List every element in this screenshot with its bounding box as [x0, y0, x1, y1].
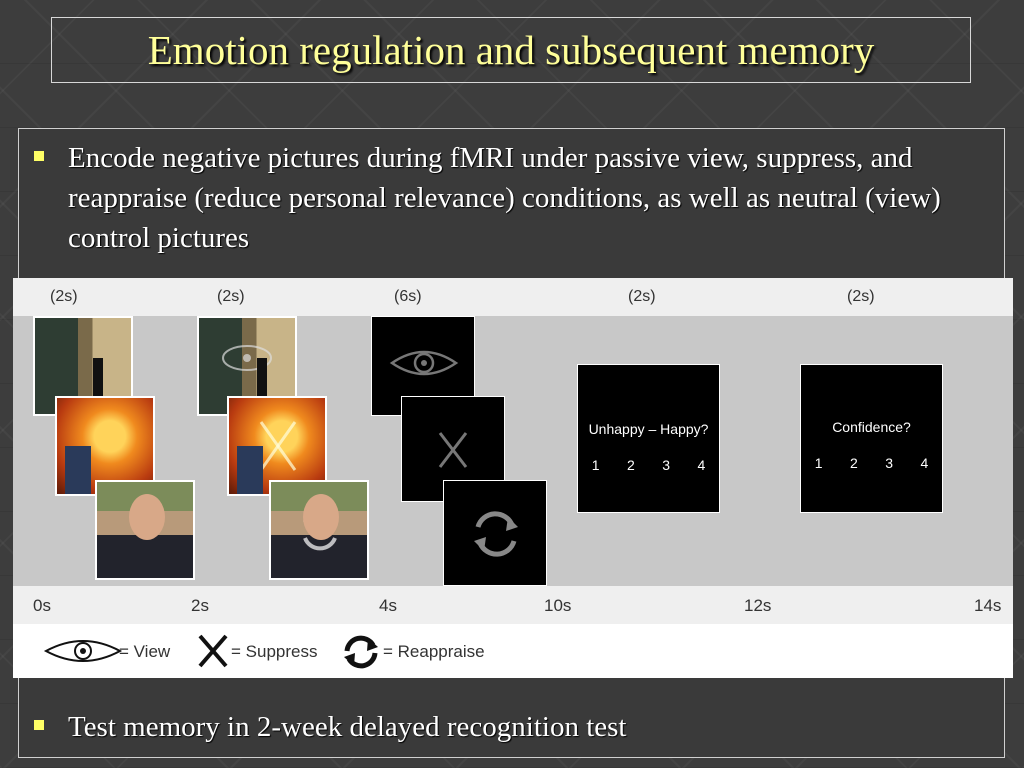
eye-icon — [43, 640, 123, 662]
duration-label: (2s) — [847, 288, 875, 305]
reappraise-cycle-icon — [303, 509, 337, 551]
reappraise-cycle-icon — [474, 511, 518, 557]
negative-fire-photo-with-x — [227, 396, 327, 496]
scale-option: 1 — [591, 457, 600, 473]
rating-scale: 1 2 3 4 — [578, 457, 719, 473]
timeline-tick: 14s — [974, 596, 1002, 615]
reappraise-instruction-panel — [443, 480, 547, 586]
timeline-tick: 10s — [544, 596, 572, 615]
negative-crying-woman-photo-with-cycle — [269, 480, 369, 580]
scale-option: 4 — [697, 457, 706, 473]
x-icon — [438, 432, 468, 468]
bullet-marker — [34, 720, 44, 730]
bullet-text: Encode negative pictures during fMRI und… — [68, 142, 941, 254]
confidence-rating-panel: Confidence? 1 2 3 4 — [800, 364, 943, 513]
timeline-tick: 2s — [191, 596, 209, 615]
duration-strip — [13, 278, 1013, 316]
scale-option: 2 — [849, 455, 858, 471]
negative-crying-woman-photo — [95, 480, 195, 580]
x-icon — [259, 421, 297, 471]
legend-suppress-label: = Suppress — [231, 642, 318, 661]
legend: = View = Suppress = Reappraise — [13, 624, 1013, 678]
eye-icon — [389, 350, 459, 376]
duration-label: (2s) — [628, 288, 656, 305]
title-box: Emotion regulation and subsequent memory — [51, 17, 971, 83]
legend-view-label: = View — [119, 642, 171, 661]
bullet-encode: Encode negative pictures during fMRI und… — [34, 138, 968, 258]
x-icon — [198, 634, 228, 668]
scale-option: 1 — [814, 455, 823, 471]
scale-option: 3 — [662, 457, 671, 473]
negative-fire-photo — [55, 396, 155, 496]
affect-rating-panel: Unhappy – Happy? 1 2 3 4 — [577, 364, 720, 513]
duration-label: (2s) — [50, 288, 78, 305]
duration-label: (6s) — [394, 288, 422, 305]
task-figure: (2s) (2s) (6s) (2s) (2s) — [13, 278, 1013, 678]
bullet-test: Test memory in 2-week delayed recognitio… — [34, 707, 968, 747]
timeline-tick: 0s — [33, 596, 51, 615]
slide-title: Emotion regulation and subsequent memory — [147, 27, 875, 73]
timeline-strip — [13, 586, 1013, 624]
confidence-scale: 1 2 3 4 — [801, 455, 942, 471]
duration-label: (2s) — [217, 288, 245, 305]
scale-option: 2 — [626, 457, 635, 473]
timeline-tick: 4s — [379, 596, 397, 615]
eye-icon — [222, 345, 272, 371]
legend-reappraise-label: = Reappraise — [383, 642, 485, 661]
scale-option: 3 — [885, 455, 894, 471]
bullet-text: Test memory in 2-week delayed recognitio… — [68, 711, 627, 743]
rating-question: Unhappy – Happy? — [588, 421, 709, 437]
confidence-question: Confidence? — [832, 419, 911, 435]
bullet-marker — [34, 151, 44, 161]
timeline-tick: 12s — [744, 596, 772, 615]
scale-option: 4 — [920, 455, 929, 471]
reappraise-cycle-icon — [344, 635, 378, 669]
